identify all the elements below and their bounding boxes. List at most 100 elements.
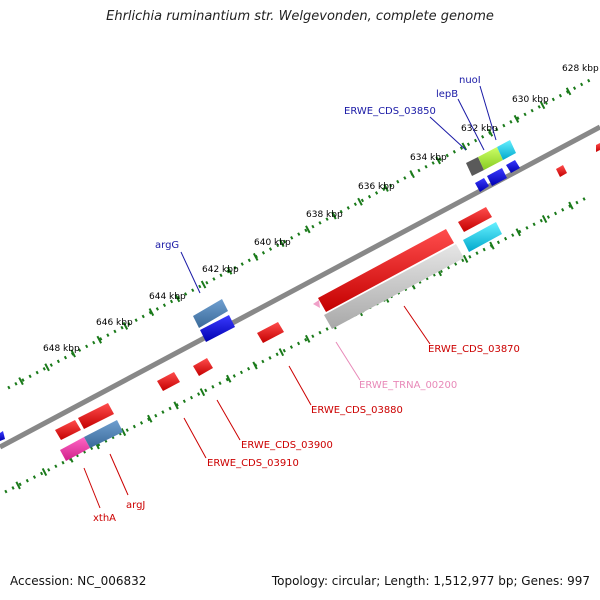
outer-major-tick: [200, 280, 207, 289]
gene-blue-b[interactable]: [487, 168, 507, 186]
label-lepB: lepB: [436, 89, 458, 100]
outer-major-tick: [539, 101, 546, 110]
callout-line-erwe-cds-03880: [288, 365, 312, 406]
callout-line-erwe-cds-03850: [429, 116, 467, 151]
scale-label-638: 638 kbp: [306, 210, 343, 220]
genome-backbone: [0, 124, 600, 450]
gene-erwe-trna-00200[interactable]: [313, 300, 320, 308]
outer-major-tick: [252, 252, 259, 261]
outer-major-tick: [331, 211, 337, 220]
scale-label-630: 630 kbp: [512, 95, 549, 105]
label-erwe-cds-03910: ERWE_CDS_03910: [207, 458, 299, 469]
gene-red-mid-a[interactable]: [458, 207, 492, 232]
outer-major-tick: [305, 225, 311, 234]
gene-cyan-mid[interactable]: [463, 222, 502, 252]
gene-argG[interactable]: [193, 299, 228, 328]
callout-line-lepB: [457, 98, 485, 151]
scale-label-640: 640 kbp: [254, 238, 291, 248]
label-argG: argG: [155, 240, 179, 251]
gene-erwe-trna-00200-region[interactable]: [324, 244, 464, 329]
label-erwe-cds-03870: ERWE_CDS_03870: [428, 344, 520, 355]
outer-major-tick: [70, 349, 76, 358]
label-erwe-cds-03850: ERWE_CDS_03850: [344, 106, 436, 117]
inner-major-tick: [305, 334, 311, 343]
outer-major-tick: [96, 335, 103, 344]
label-erwe-cds-03880: ERWE_CDS_03880: [311, 405, 403, 416]
inner-major-tick: [41, 468, 48, 477]
scale-label-646: 646 kbp: [96, 318, 133, 328]
scale-label-648: 648 kbp: [43, 344, 80, 354]
scale-label-644: 644 kbp: [149, 292, 186, 302]
scale-label-636: 636 kbp: [358, 182, 395, 192]
gene-red-right-b[interactable]: [596, 143, 600, 152]
gene-blue-left-edge[interactable]: [0, 431, 5, 441]
label-erwe-trna-00200: ERWE_TRNA_00200: [359, 380, 457, 391]
outer-major-tick: [487, 128, 494, 137]
gene-blue-a[interactable]: [475, 178, 489, 192]
gene-erwe-cds-03900[interactable]: [193, 358, 213, 376]
label-nuoI: nuoI: [459, 75, 481, 86]
gene-erwe-cds-03910[interactable]: [157, 372, 180, 391]
callout-line-argJ: [109, 453, 129, 496]
gene-red-right-a[interactable]: [556, 165, 567, 177]
inner-major-tick: [173, 401, 179, 410]
label-xthA: xthA: [93, 513, 116, 524]
gene-blue-argG-b[interactable]: [200, 315, 235, 342]
outer-major-tick: [565, 87, 572, 96]
outer-major-tick: [409, 170, 415, 179]
outer-major-tick: [513, 114, 520, 123]
gene-blue-c[interactable]: [506, 160, 520, 173]
inner-major-tick: [252, 361, 258, 370]
inner-major-tick: [147, 414, 153, 423]
inner-major-tick: [199, 388, 206, 397]
inner-major-tick: [120, 428, 127, 437]
callout-line-xthA: [83, 467, 101, 509]
outer-tick-ring: [7, 78, 591, 390]
callout-line-nuoI: [479, 85, 497, 141]
label-argJ: argJ: [126, 500, 145, 511]
inner-major-tick: [568, 201, 574, 210]
outer-major-tick: [148, 308, 155, 317]
outer-major-tick: [279, 239, 285, 248]
scale-label-628: 628 kbp: [562, 64, 599, 74]
label-erwe-cds-03900: ERWE_CDS_03900: [241, 440, 333, 451]
callout-line-erwe-trna-00200: [335, 341, 361, 381]
outer-major-tick: [122, 321, 129, 330]
inner-major-tick: [226, 374, 232, 383]
gene-erwe-cds-03880[interactable]: [257, 322, 284, 343]
outer-major-tick: [226, 266, 233, 275]
outer-major-tick: [44, 363, 50, 372]
inner-major-tick: [278, 348, 285, 357]
genome-summary-text: Topology: circular; Length: 1,512,977 bp…: [271, 574, 590, 588]
callout-line-erwe-cds-03910: [183, 417, 207, 459]
scale-label-634: 634 kbp: [410, 153, 447, 163]
gene-nuoI[interactable]: [497, 140, 516, 160]
gene-lepB[interactable]: [478, 147, 503, 170]
outer-major-tick: [18, 377, 24, 386]
outer-major-tick: [461, 142, 468, 151]
gene-xthA[interactable]: [60, 437, 90, 461]
scale-label-632: 632 kbp: [461, 124, 498, 134]
gene-red-left-a[interactable]: [55, 420, 81, 440]
gene-erwe-cds-03870[interactable]: [318, 229, 454, 312]
inner-major-tick: [489, 241, 495, 250]
callout-line-erwe-cds-03870: [403, 305, 431, 345]
inner-major-tick: [515, 228, 521, 237]
outer-major-tick: [174, 294, 181, 303]
accession-text: Accession: NC_006832: [10, 574, 147, 588]
map-title: Ehrlichia ruminantium str. Welgevonden, …: [106, 9, 494, 24]
outer-major-tick: [383, 183, 389, 192]
gene-argJ[interactable]: [84, 420, 123, 448]
outer-major-tick: [435, 156, 441, 165]
gene-red-left-b[interactable]: [78, 403, 114, 429]
scale-label-642: 642 kbp: [202, 265, 239, 275]
callout-line-argG: [180, 251, 201, 294]
outer-major-tick: [357, 197, 363, 206]
callout-line-erwe-cds-03900: [216, 399, 241, 441]
gene-erwe-cds-03850[interactable]: [466, 157, 484, 176]
inner-major-tick: [15, 481, 21, 490]
inner-major-tick: [462, 254, 469, 263]
inner-major-tick: [541, 214, 548, 223]
